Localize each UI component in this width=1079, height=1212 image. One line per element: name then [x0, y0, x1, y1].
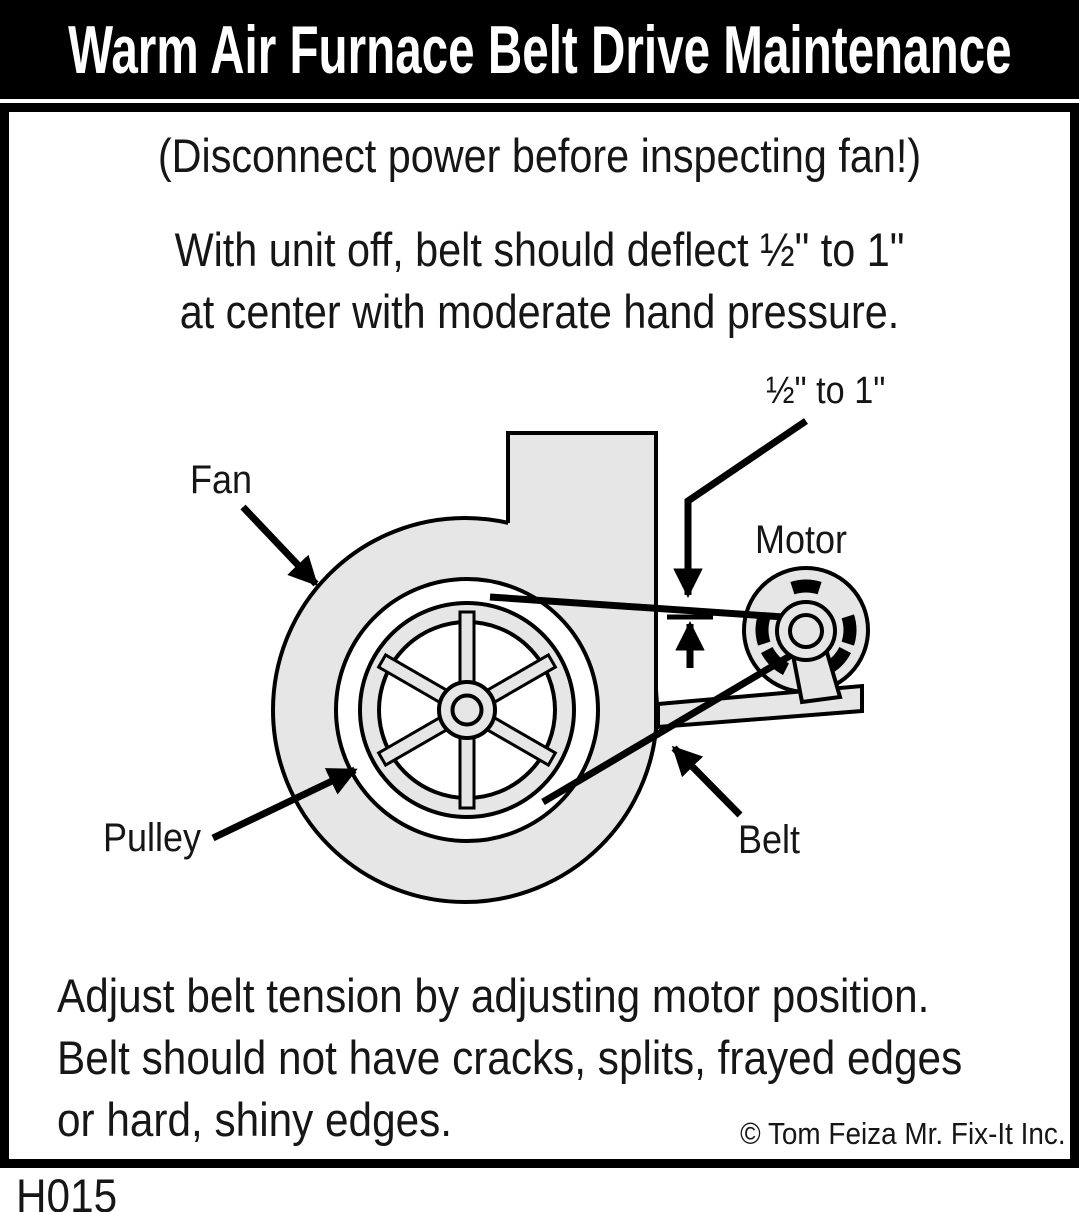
document-code: H015	[16, 1169, 118, 1212]
title-bar: Warm Air Furnace Belt Drive Maintenance	[0, 0, 1079, 99]
page-title: Warm Air Furnace Belt Drive Maintenance	[67, 11, 1012, 88]
deflection-label: ½" to 1"	[766, 370, 886, 412]
belt-label: Belt	[738, 818, 801, 862]
instruction-line-2: at center with moderate hand pressure.	[179, 285, 900, 338]
instruction-line-1: With unit off, belt should deflect ½" to…	[174, 223, 905, 276]
copyright-text: © Tom Feiza Mr. Fix-It Inc.	[740, 1116, 1066, 1151]
footer-line-1: Adjust belt tension by adjusting motor p…	[57, 969, 930, 1022]
fan-label: Fan	[190, 458, 253, 502]
warning-text: (Disconnect power before inspecting fan!…	[157, 129, 922, 182]
motor-label: Motor	[755, 518, 848, 562]
footer-line-3: or hard, shiny edges.	[57, 1093, 453, 1146]
pulley-label: Pulley	[103, 816, 202, 860]
footer-line-2: Belt should not have cracks, splits, fra…	[57, 1031, 963, 1084]
